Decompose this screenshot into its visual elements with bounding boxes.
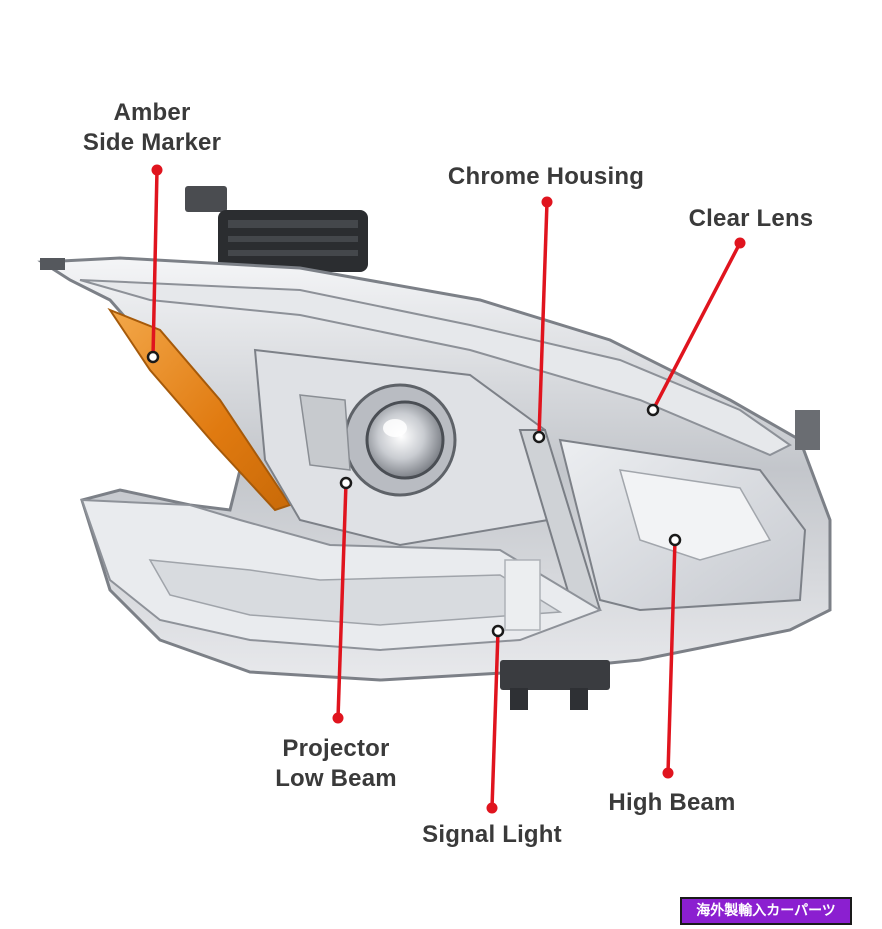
label-amber-line2: Side Marker — [82, 129, 222, 156]
label-chrome-housing: Chrome Housing — [447, 163, 645, 190]
callout-high-beam — [662, 533, 682, 779]
callout-projector-low-beam — [332, 476, 353, 724]
mounting-tabs — [40, 258, 820, 710]
label-signal-light: Signal Light — [422, 821, 562, 848]
label-projector-line1: Projector — [282, 735, 390, 762]
callout-chrome-housing — [532, 196, 553, 444]
callout-clear-lens — [646, 237, 746, 417]
shop-badge: 海外製輸入カーパーツ — [680, 897, 852, 925]
callout-signal-light — [486, 624, 505, 814]
label-projector-low-beam: Projector Low Beam — [256, 734, 416, 794]
rear-connector — [185, 186, 368, 272]
callout-amber-side-marker — [146, 164, 163, 364]
label-amber-side-marker: Amber Side Marker — [72, 98, 232, 158]
label-amber-line1: Amber — [113, 99, 191, 126]
chrome-trim — [79, 279, 792, 457]
label-clear-lens: Clear Lens — [688, 205, 814, 232]
label-projector-line2: Low Beam — [275, 765, 397, 792]
label-high-beam: High Beam — [608, 789, 736, 816]
